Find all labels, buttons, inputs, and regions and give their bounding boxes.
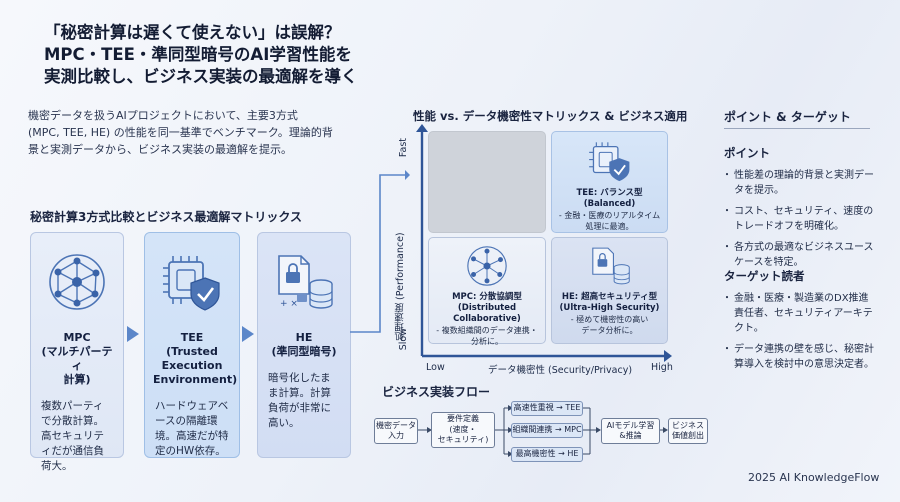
quadrant-he-desc: - 極めて機密性の高い データ分析に。 <box>570 315 649 335</box>
flow-input-box: 機密データ入力 <box>374 418 418 444</box>
chip-shield-icon <box>552 138 667 184</box>
network-nodes-icon <box>429 244 545 288</box>
flow-connectors <box>418 405 668 457</box>
target-item: データ連携の壁を感じ、秘密計算導入を検討中の意思決定者。 <box>722 342 876 372</box>
flow-value-box: ビジネス価値創出 <box>668 418 708 444</box>
page-title: 「秘密計算は遅くて使えない」は誤解？ MPC・TEE・準同型暗号のAI学習性能を… <box>44 23 358 86</box>
point-item: コスト、セキュリティ、速度のトレードオフを明確化。 <box>722 204 876 234</box>
quadrant-mpc-desc: - 複数組織間のデータ連携・ 分析に。 <box>436 326 538 346</box>
encrypted-file-database-icon: + × <box>266 233 342 331</box>
flow-branch-tee: 高速性重視 → TEE <box>511 401 583 416</box>
quadrant-he: HE: 超高セキュリティ型 (Ultra-High Security) - 極め… <box>551 237 668 344</box>
point-item: 各方式の最適なビジネスユースケースを特定。 <box>722 240 876 270</box>
mpc-card-desc: 複数パーティで分散計算。高セキュリティだが通信負荷大。 <box>41 400 104 472</box>
encrypted-file-database-icon <box>552 244 667 288</box>
quadrant-empty <box>428 131 546 233</box>
quadrant-tee: TEE: バランス型 (Balanced) - 金融・医療のリアルタイム 処理に… <box>551 131 668 233</box>
quadrant-mpc-title: MPC: 分散協調型 (Distributed Collaborative) <box>452 292 522 324</box>
connector-arrow-icon <box>350 170 410 333</box>
target-item: 金融・医療・製造業のDX推進責任者、セキュリティアーキテクト。 <box>722 291 876 336</box>
mpc-card: MPC (マルチパーティ 計算) 複数パーティで分散計算。高セキュリティだが通信… <box>30 232 124 472</box>
tee-card-name: TEE (Trusted Execution Environment) <box>153 331 238 386</box>
x-axis-label: データ機密性 (Security/Privacy) <box>488 365 633 376</box>
points-section: ポイント 性能差の理論的背景と実測データを提示。 コスト、セキュリティ、速度のト… <box>722 145 876 276</box>
flow-ai-box: AIモデル学習&推論 <box>601 418 660 444</box>
intro-text: 機密データを扱うAIプロジェクトにおいて、主要3方式 (MPC, TEE, HE… <box>28 109 333 156</box>
he-card-desc: 暗号化したまま計算。計算負荷が非常に高い。 <box>268 372 331 429</box>
x-axis-low-label: Low <box>426 362 445 373</box>
flow-branch-he: 最高機密性 → HE <box>511 447 583 462</box>
flow-branch-mpc: 組織間連携 → MPC <box>511 423 583 438</box>
quadrant-tee-desc: - 金融・医療のリアルタイム 処理に最適。 <box>558 211 661 231</box>
tee-card: TEE (Trusted Execution Environment) ハードウ… <box>144 232 240 458</box>
right-panel-divider <box>724 128 870 129</box>
network-nodes-icon <box>39 233 115 331</box>
he-card-name: HE (準同型暗号) <box>271 331 337 358</box>
y-axis-label: 処理速度 (Performance) <box>395 232 406 342</box>
flow-requirements-box: 要件定義(速度・セキュリティ) <box>431 412 495 448</box>
chip-shield-icon <box>153 233 231 331</box>
quadrant-he-title: HE: 超高セキュリティ型 (Ultra-High Security) <box>559 292 660 313</box>
points-heading: ポイント <box>724 146 770 160</box>
flow-title: ビジネス実装フロー <box>382 385 491 399</box>
matrix-axes <box>416 124 672 362</box>
mpc-card-name: MPC (マルチパーティ 計算) <box>41 331 113 386</box>
arrow-right-icon <box>127 326 139 342</box>
quadrant-mpc: MPC: 分散協調型 (Distributed Collaborative) -… <box>428 237 546 346</box>
svg-text:+ ×: + × <box>280 299 298 309</box>
right-panel-title: ポイント & ターゲット <box>724 110 851 124</box>
quadrant-tee-title: TEE: バランス型 (Balanced) <box>576 188 643 209</box>
matrix-section-title: 秘密計算3方式比較とビジネス最適解マトリックス <box>30 210 302 224</box>
arrow-right-icon <box>242 326 254 342</box>
target-section: ターゲット読者 金融・医療・製造業のDX推進責任者、セキュリティアーキテクト。 … <box>722 268 876 378</box>
x-axis-high-label: High <box>651 362 673 373</box>
target-heading: ターゲット読者 <box>724 269 805 283</box>
tee-card-desc: ハードウェアベースの隔離環境。高速だが特定のHW依存。 <box>155 400 229 457</box>
point-item: 性能差の理論的背景と実測データを提示。 <box>722 168 876 198</box>
matrix-title: 性能 vs. データ機密性マトリックス & ビジネス適用 <box>413 109 688 123</box>
footer-credit: 2025 AI KnowledgeFlow <box>748 471 880 484</box>
y-axis-fast-label: Fast <box>398 138 409 158</box>
he-card: + × HE (準同型暗号) 暗号化したまま計算。計算負荷が非常に高い。 <box>257 232 351 458</box>
